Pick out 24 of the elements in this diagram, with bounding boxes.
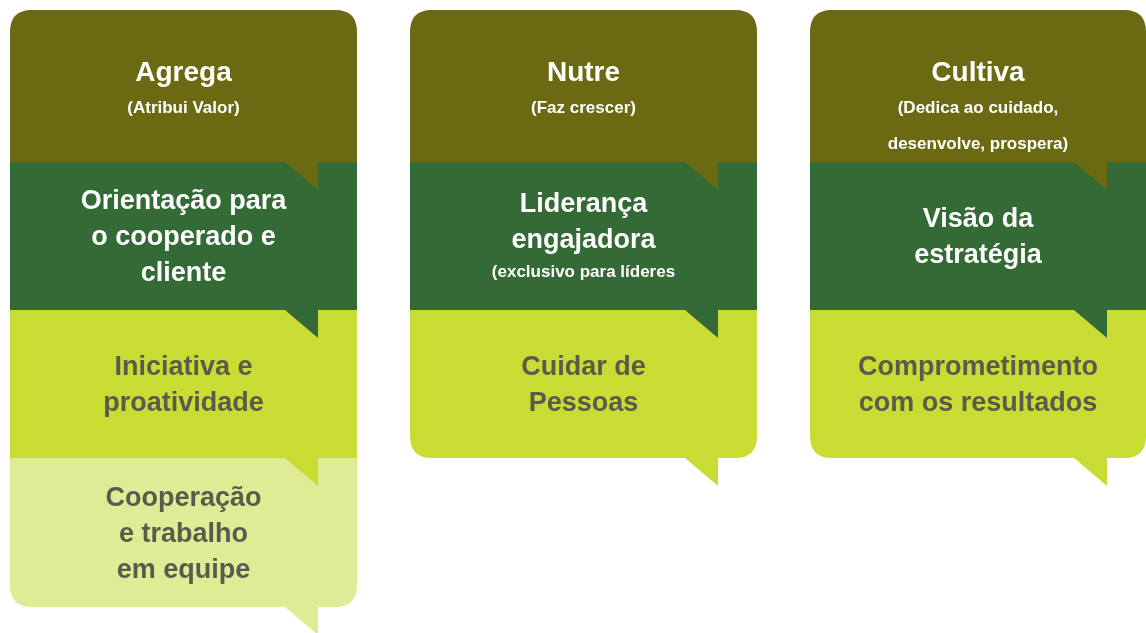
- competency-label: Iniciativa e proatividade: [102, 350, 265, 419]
- competency-label: Comprometimento com os resultados: [857, 350, 1099, 419]
- speech-bubble-panel: [10, 458, 357, 633]
- competency-label: Visão da estratégia: [913, 202, 1043, 271]
- competency-label: Liderança engajadora: [510, 187, 657, 256]
- column-heading: Cultiva: [931, 55, 1025, 89]
- speech-bubble-panel: [410, 10, 757, 190]
- competency-label: Cuidar de Pessoas: [520, 350, 647, 419]
- column-subheading: (Faz crescer): [531, 97, 636, 119]
- speech-bubble-panel: [810, 310, 1146, 486]
- competency-label: Orientação para o cooperado e cliente: [79, 184, 288, 289]
- speech-bubble-panel: [10, 162, 357, 338]
- competency-label: Cooperação e trabalho em equipe: [104, 480, 263, 586]
- column-heading: Nutre: [546, 55, 621, 89]
- speech-bubble-panel: [410, 310, 757, 486]
- speech-bubble-panel: [810, 10, 1146, 190]
- speech-bubble-panel: [10, 10, 357, 190]
- speech-bubble-panel: [810, 162, 1146, 338]
- column-heading: Agrega: [135, 55, 232, 89]
- competency-note: (exclusivo para líderes: [491, 261, 676, 283]
- speech-bubble-panel: [410, 162, 757, 338]
- speech-bubble-panel: [10, 310, 357, 486]
- column-subheading: (Dedica ao cuidado, desenvolve, prospera): [886, 97, 1070, 155]
- column-subheading: (Atribui Valor): [127, 97, 240, 119]
